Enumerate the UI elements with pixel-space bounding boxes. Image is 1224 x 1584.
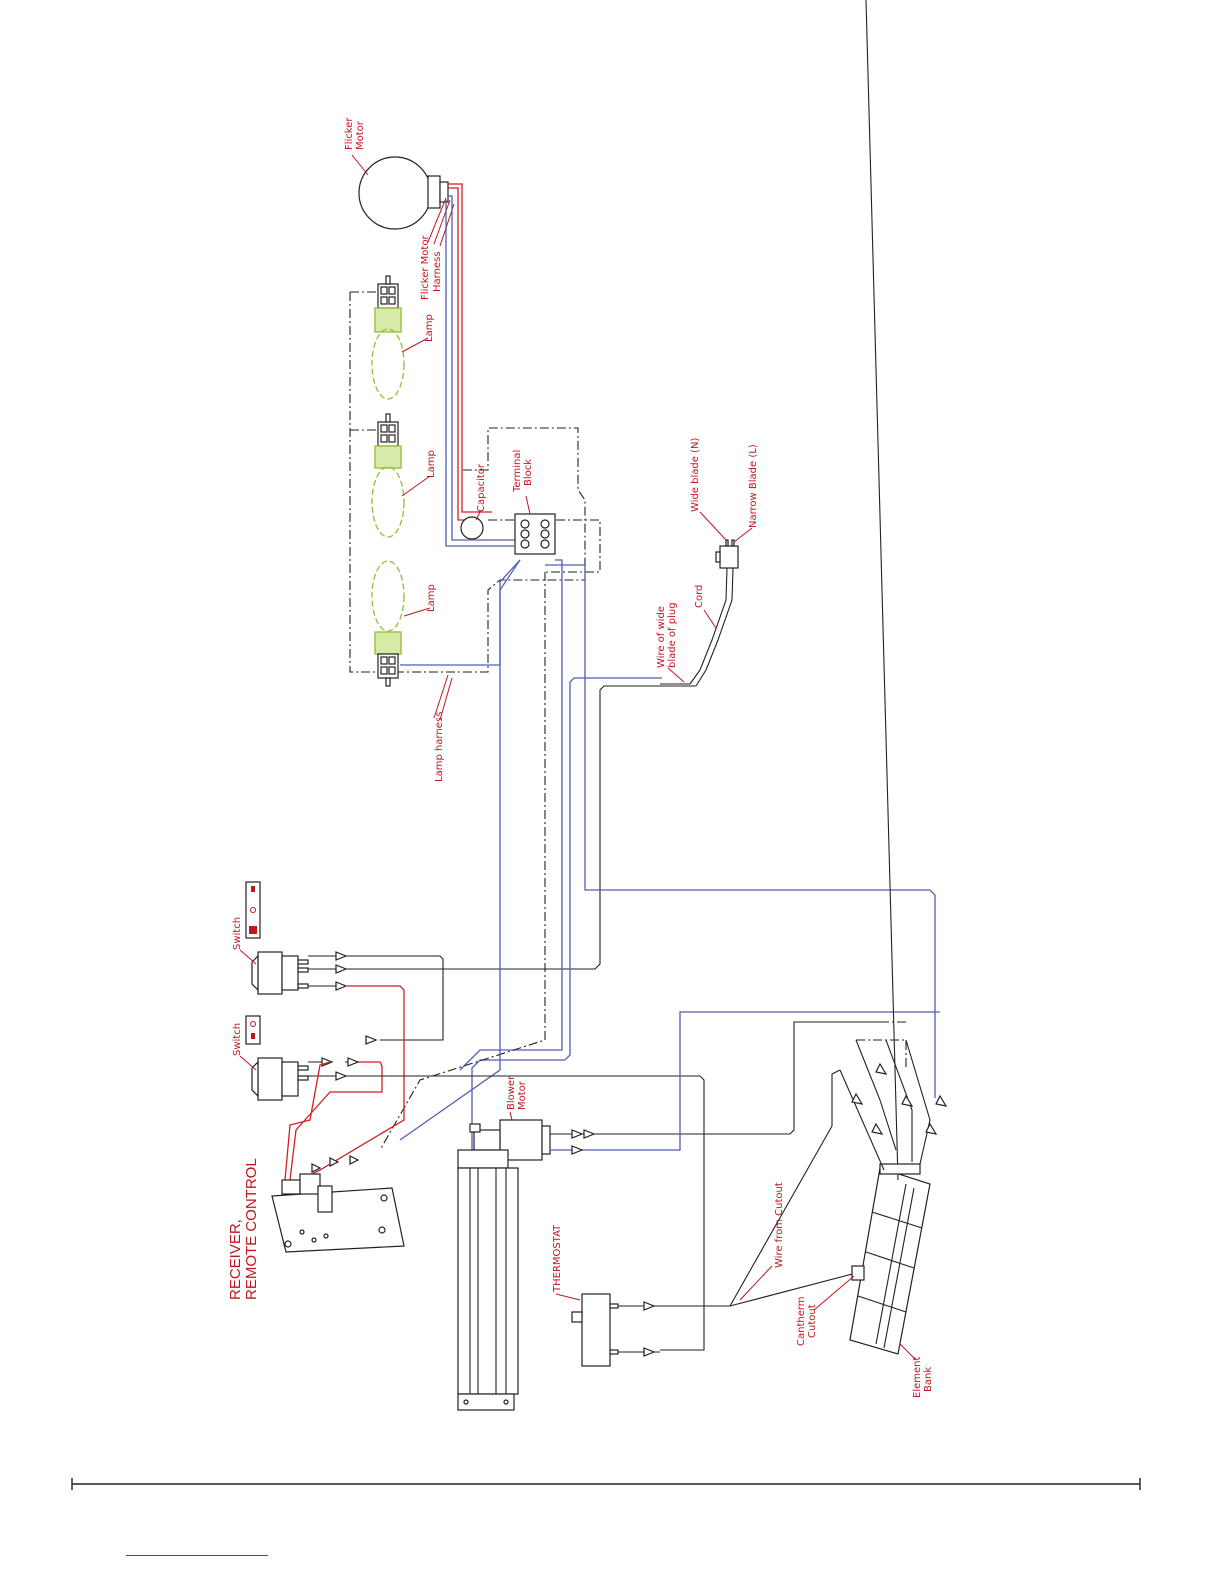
label-receiver: RECEIVER, (227, 1219, 244, 1300)
label-flicker-motor: Flicker Motor (420, 235, 431, 300)
element-bank (850, 0, 930, 1354)
label-thermostat: THERMOSTAT (552, 1224, 563, 1293)
label-capacitor: Capacitor (476, 463, 487, 512)
lamp-3 (372, 561, 404, 686)
lamp-1 (372, 276, 404, 399)
label-element: Element (912, 1357, 923, 1398)
receiver-label: RECEIVER, REMOTE CONTROL (227, 1158, 260, 1300)
power-plug (716, 540, 738, 568)
label-wire-from-cutout: Wire from Cutout (774, 1182, 785, 1268)
label-wide-blade: Wide blade (N) (690, 438, 701, 512)
label-bank: Bank (923, 1367, 934, 1392)
label-cutout: Cutout (807, 1304, 818, 1338)
label-motor: Motor (355, 120, 366, 150)
label-switch-2: Switch (232, 1023, 243, 1056)
label-lamp-1: Lamp (424, 314, 435, 342)
thermostat (572, 1294, 618, 1366)
label-terminal: Terminal (512, 450, 523, 493)
label-lamp-2: Lamp (426, 450, 437, 478)
switch-1-icon (246, 882, 260, 938)
lamp-2 (372, 414, 404, 537)
blower-housing (458, 1150, 518, 1410)
flicker-motor (359, 157, 448, 229)
label-cantherm: Cantherm (796, 1296, 807, 1346)
flicker-motor-harness-label: Flicker Motor Harness (420, 235, 443, 300)
terminal-block (515, 514, 555, 554)
label-flicker: Flicker (344, 117, 355, 150)
switch-connectors (308, 952, 346, 1080)
label-block: Block (523, 459, 534, 486)
label-narrow-blade: Narrow Blade (L) (748, 444, 759, 528)
label-harness: Harness (432, 252, 443, 293)
label-switch-1: Switch (232, 917, 243, 950)
footer-rule (72, 1478, 1140, 1490)
element-connectors (840, 1022, 946, 1170)
label-blade-of-plug: blade of plug (667, 602, 678, 668)
switch-2 (252, 1058, 308, 1100)
label-lamp-3: Lamp (426, 584, 437, 612)
label-blower-motor: Motor (517, 1080, 528, 1110)
flicker-motor-label: Flicker Motor (344, 117, 366, 150)
label-blower: Blower (506, 1075, 517, 1110)
label-lamp-harness: Lamp harness (434, 712, 445, 782)
label-wire-of-wide: Wire of wide (656, 606, 667, 668)
switch-2-icon (246, 1016, 260, 1044)
capacitor (461, 517, 483, 539)
footer-link-underline[interactable] (126, 1555, 268, 1556)
label-remote-control: REMOTE CONTROL (243, 1158, 260, 1300)
label-cord: Cord (694, 585, 705, 608)
switch-1 (252, 952, 308, 994)
